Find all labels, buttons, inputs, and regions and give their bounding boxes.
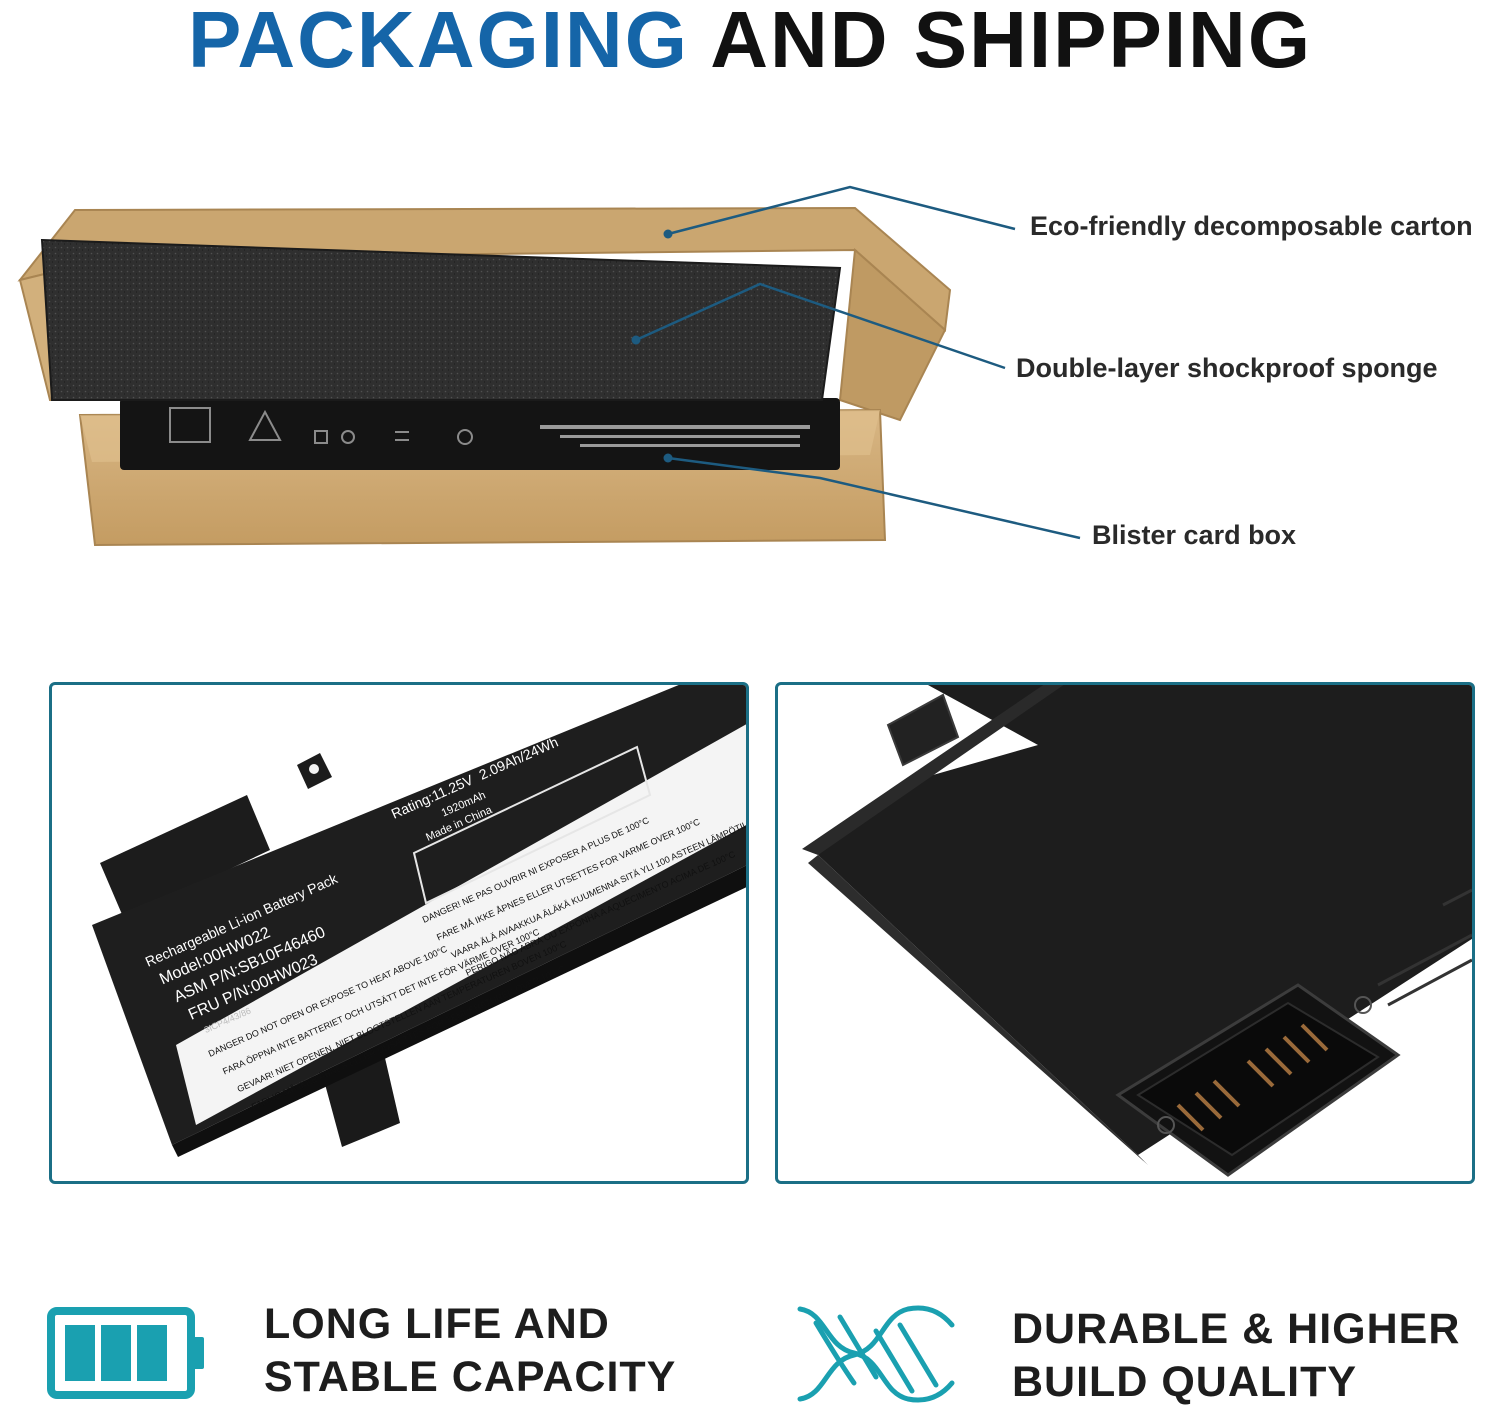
leader-line-sponge [635,282,1006,370]
page-title: PACKAGING AND SHIPPING [0,0,1500,80]
feature-long-life: LONG LIFE AND STABLE CAPACITY [264,1298,676,1404]
battery-back-panel [775,682,1475,1184]
feature-long-life-line1: LONG LIFE AND [264,1300,610,1348]
battery-warning-label [176,724,746,1125]
battery-icon [47,1307,204,1399]
feature-long-life-line2: STABLE CAPACITY [264,1353,677,1401]
battery-back-photo [802,685,1472,1177]
callout-blister: Blister card box [1092,520,1297,550]
battery-front-panel: Rechargeable Li-ion Battery Pack Model:0… [49,682,749,1184]
feature-durable-line2: BUILD QUALITY [1012,1358,1358,1406]
packaging-illustration [17,185,1081,547]
battery-connector [1115,983,1401,1177]
leader-line-blister [667,456,1081,540]
battery-tab-left [100,795,270,919]
battery-back-tab [886,693,960,767]
callout-sponge: Double-layer shockproof sponge [1016,353,1438,383]
battery-in-box [120,398,840,470]
battery-front-photo: Rechargeable Li-ion Battery Pack Model:0… [92,685,746,1157]
feature-durable-line1: DURABLE & HIGHER [1012,1305,1461,1353]
callout-carton: Eco-friendly decomposable carton [1030,211,1473,241]
twisted-wire-icon [797,1305,955,1403]
title-rest: AND SHIPPING [710,0,1313,84]
foam-sponge [40,238,842,401]
feature-durable: DURABLE & HIGHER BUILD QUALITY [1012,1303,1460,1409]
leader-line-carton [667,185,1016,236]
title-highlight: PACKAGING [187,0,689,84]
